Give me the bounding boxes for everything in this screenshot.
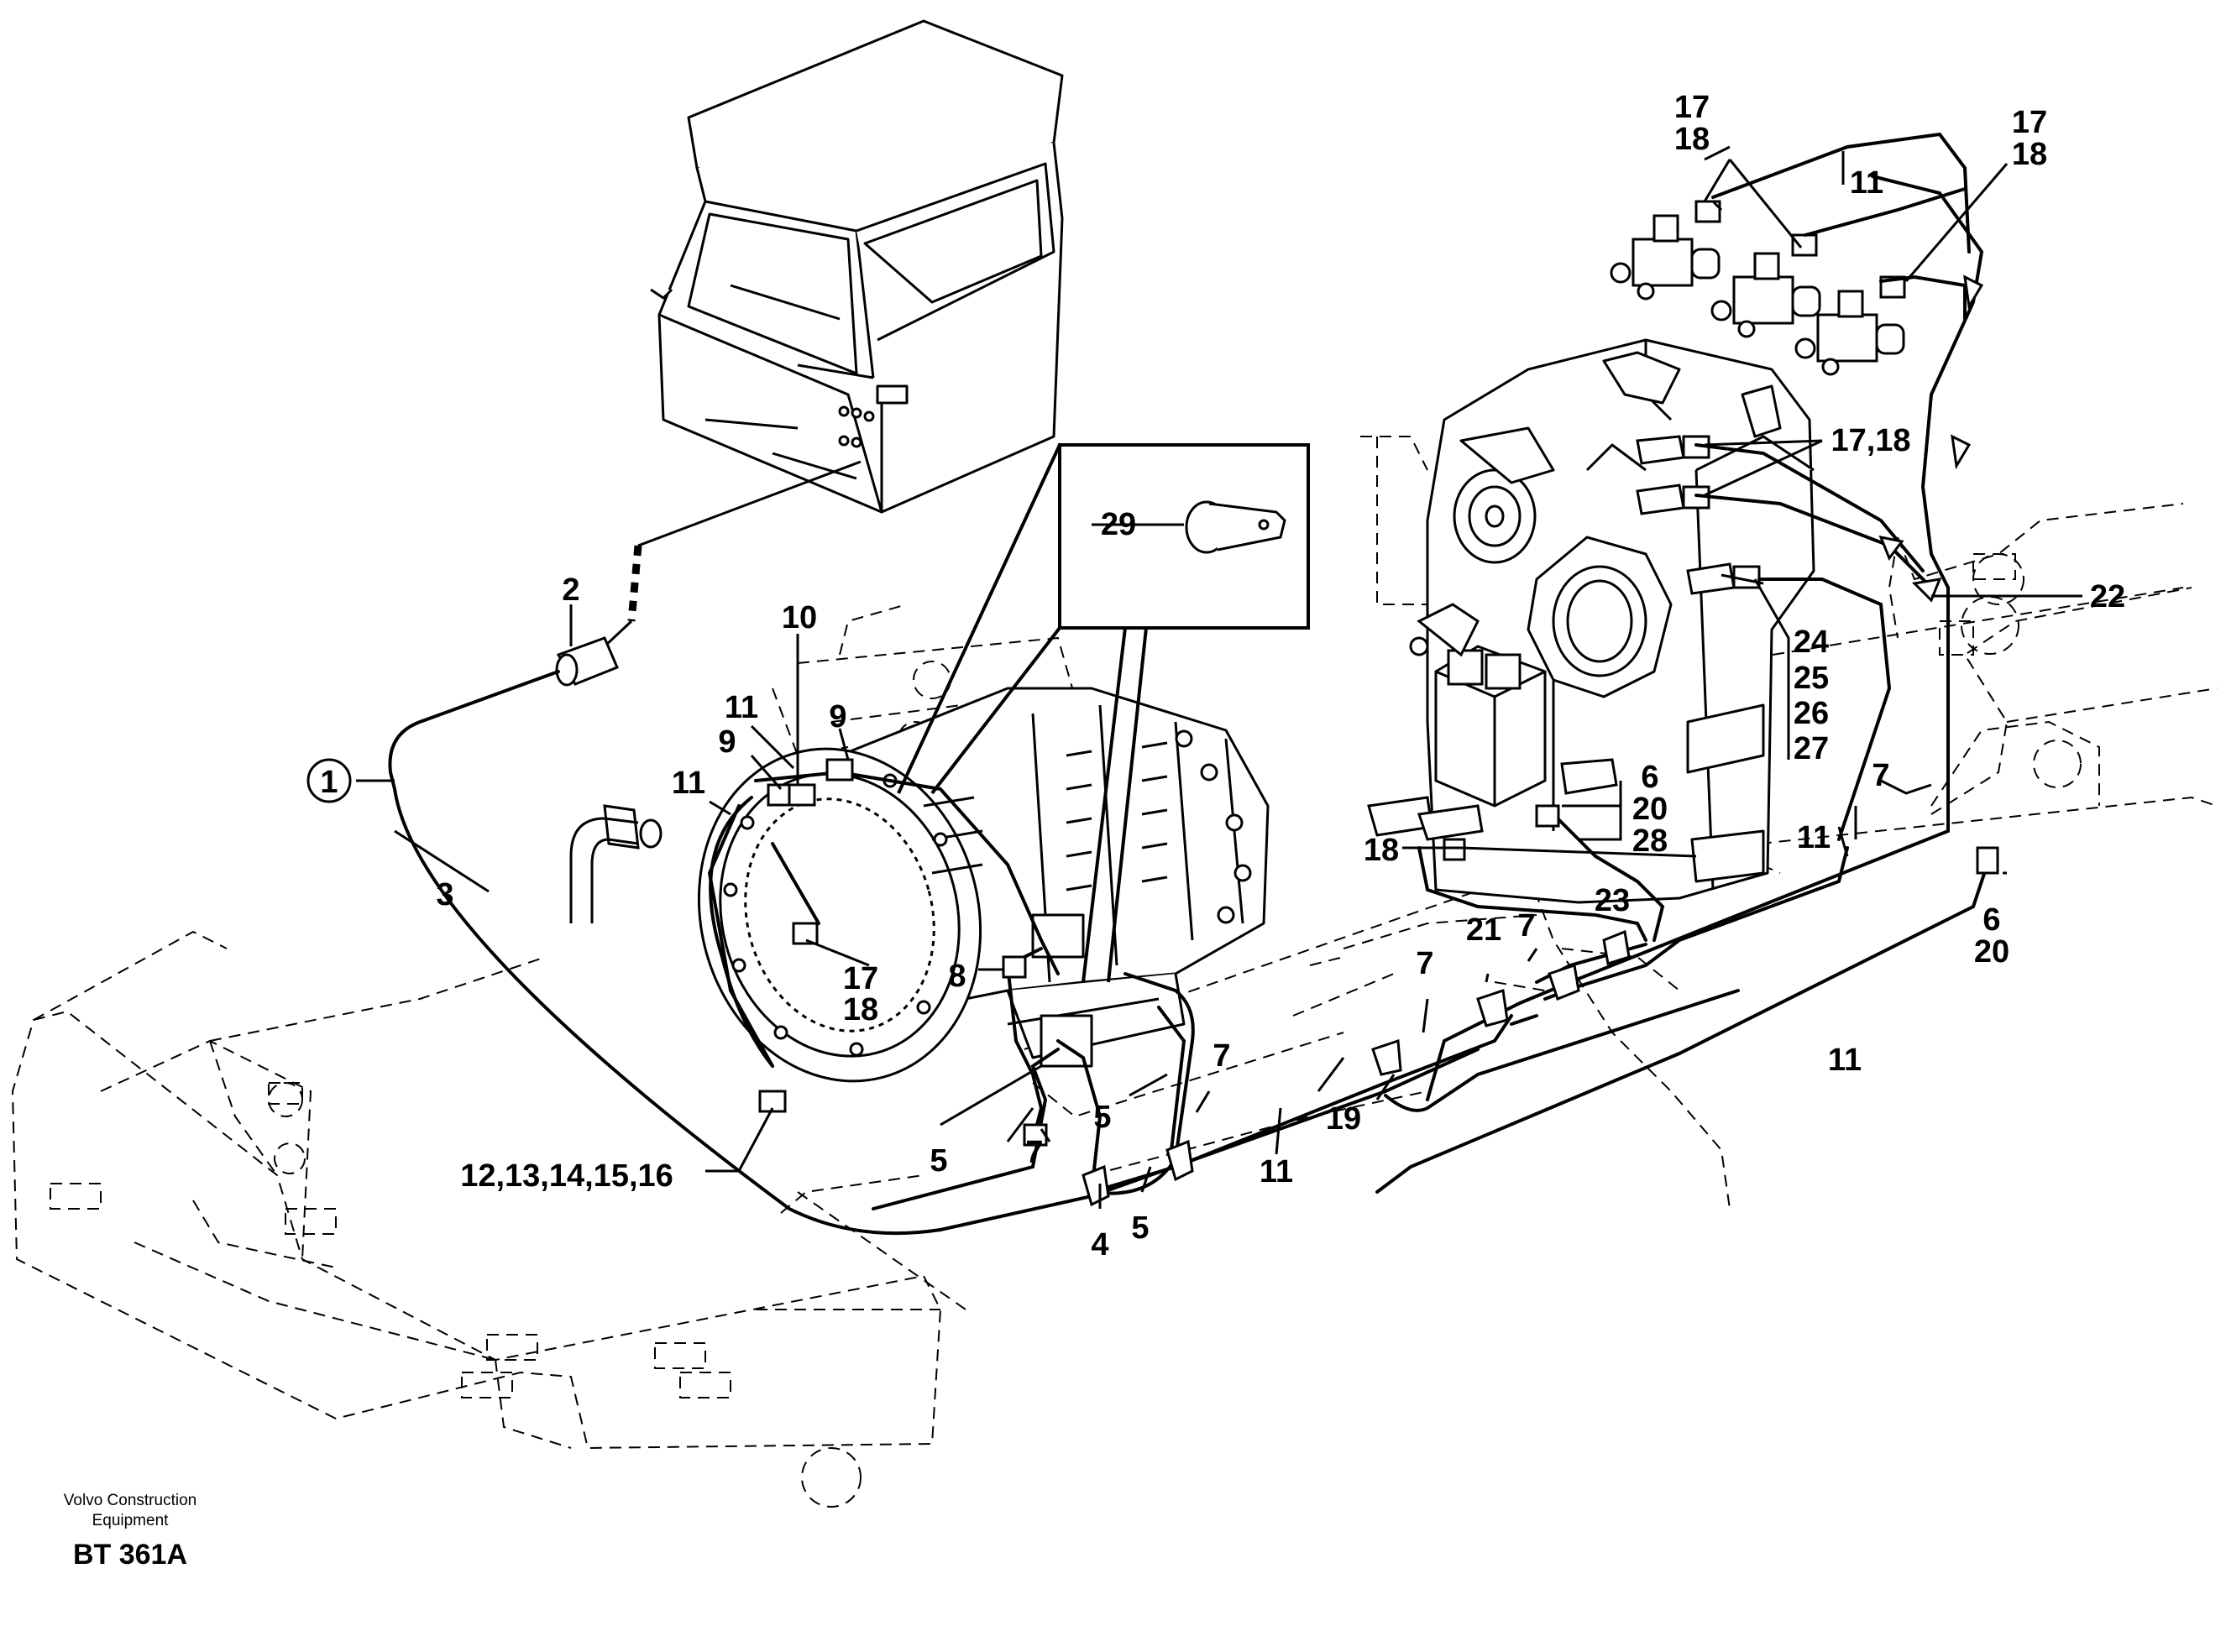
wiring-harness: [388, 132, 1992, 1236]
label-7a: 7: [1025, 1135, 1043, 1170]
label-20a: 20: [1974, 934, 2009, 970]
label-23: 23: [1595, 883, 1630, 918]
label-1: 1: [320, 765, 338, 800]
label-11c: 11: [1260, 1154, 1293, 1189]
label-7b: 7: [1213, 1038, 1230, 1074]
label-7c: 7: [1416, 946, 1433, 981]
label-29: 29: [1101, 507, 1136, 542]
label-17-18: 17,18: [1831, 423, 1910, 458]
operator-cab: [650, 19, 1064, 514]
label-18c: 18: [2012, 137, 2047, 172]
connector-2: [555, 636, 619, 687]
label-27: 27: [1794, 731, 1829, 766]
callout-labels: 1 2 3 4 5 5 5 7 7 7 7 7 8 9 9 10 11 11 1…: [320, 90, 2125, 1263]
label-20b: 20: [1632, 792, 1668, 827]
label-26: 26: [1794, 696, 1829, 731]
callout-circle: [306, 758, 352, 803]
label-9b: 9: [829, 699, 846, 735]
clip-29: [1185, 500, 1286, 554]
label-11e: 11: [1828, 1043, 1862, 1078]
label-3: 3: [436, 877, 453, 912]
label-17a: 17: [843, 961, 878, 996]
label-17b: 17: [1674, 90, 1710, 125]
label-12-16: 12,13,14,15,16: [460, 1158, 673, 1194]
label-5a: 5: [930, 1143, 947, 1179]
label-5c: 5: [1131, 1210, 1149, 1246]
label-2: 2: [562, 572, 579, 608]
label-11a: 11: [725, 690, 758, 725]
label-6b: 6: [1641, 760, 1658, 795]
label-11f: 11: [1850, 165, 1883, 201]
label-17c: 17: [2012, 105, 2047, 140]
harness-connectors: [758, 274, 1999, 1207]
label-5b: 5: [1093, 1100, 1111, 1135]
label-18a: 18: [843, 992, 878, 1027]
label-21: 21: [1466, 912, 1501, 948]
label-25: 25: [1794, 661, 1829, 696]
label-9a: 9: [718, 724, 736, 760]
label-18b: 18: [1674, 122, 1710, 157]
company-line-2: Equipment: [92, 1512, 170, 1529]
control-unit: [1367, 603, 1618, 841]
label-11b: 11: [672, 766, 705, 801]
label-4: 4: [1091, 1227, 1108, 1263]
cab-harness: [603, 460, 862, 648]
oil-pipe: [569, 804, 663, 923]
label-19: 19: [1326, 1101, 1361, 1137]
label-22: 22: [2090, 579, 2125, 614]
leader-lines: [356, 145, 2082, 1209]
drawing-code: BT 361A: [73, 1539, 187, 1571]
label-7e: 7: [1872, 758, 1889, 793]
label-8: 8: [948, 959, 966, 994]
label-11d: 11: [1797, 820, 1831, 855]
label-7d: 7: [1517, 908, 1535, 944]
label-28: 28: [1632, 823, 1668, 859]
label-10: 10: [782, 600, 817, 635]
label-6a: 6: [1982, 902, 2000, 938]
company-line-1: Volvo Construction: [64, 1492, 196, 1509]
footer: Volvo Construction Equipment BT 361A: [64, 1492, 196, 1571]
label-24: 24: [1794, 625, 1829, 660]
label-18: 18: [1364, 833, 1399, 868]
